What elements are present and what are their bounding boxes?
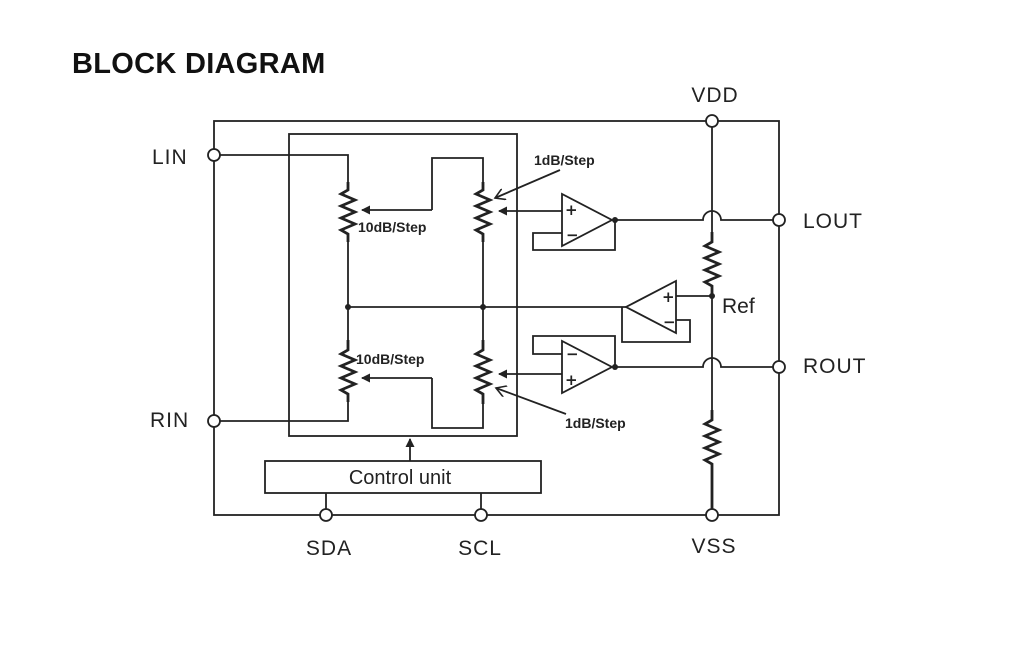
pin-lout-label: LOUT [803, 210, 863, 233]
opamp-ref-buffer [624, 279, 677, 335]
pin-sda-terminal [319, 508, 333, 522]
step-coarse-top-label: 10dB/Step [358, 219, 426, 235]
lin-wire [219, 154, 349, 182]
pin-rin-terminal [207, 414, 221, 428]
opamp-left-minus: − [566, 226, 579, 244]
junction-right [480, 304, 486, 310]
opamp-right-channel [561, 339, 614, 395]
opamp-right-feedback [532, 335, 616, 367]
diagram-title: BLOCK DIAGRAM [72, 48, 326, 80]
pin-lin-terminal [207, 148, 221, 162]
opamp-right-plus: + [565, 371, 578, 389]
ref-buffer-feedback [621, 307, 691, 343]
pin-vdd-label: VDD [691, 84, 738, 107]
pin-lout-terminal [772, 213, 786, 227]
lout-wire [615, 210, 775, 221]
resistor-divider-bottom [701, 410, 723, 509]
control-unit-label: Control unit [349, 467, 452, 489]
pin-scl-label: SCL [458, 537, 502, 560]
volume-block [288, 133, 518, 437]
step-fine-top-pointer [495, 169, 561, 198]
resistor-divider-top [701, 232, 723, 296]
resistor-coarse-left [337, 182, 359, 242]
pin-scl-terminal [474, 508, 488, 522]
resistor-fine-right-bottom [472, 340, 494, 404]
pin-lin-label: LIN [152, 146, 188, 169]
wiper-coarse-top-link [431, 157, 484, 210]
pin-rout-terminal [772, 360, 786, 374]
opamp-left-feedback [532, 220, 616, 251]
opamp-ref-minus: − [663, 313, 676, 331]
pin-rin-label: RIN [150, 409, 189, 432]
rout-wire [615, 357, 775, 368]
rin-wire [219, 402, 349, 422]
opamp-left-plus: + [565, 201, 578, 219]
pin-sda-label: SDA [306, 537, 352, 560]
step-coarse-bottom-label: 10dB/Step [356, 351, 424, 367]
pin-vss-label: VSS [691, 535, 736, 558]
opamp-ref-plus: + [662, 288, 675, 306]
opamp-right-minus: − [566, 345, 579, 363]
chip-outline [213, 120, 780, 516]
ref-label: Ref [722, 295, 755, 318]
step-fine-bottom-label: 1dB/Step [565, 415, 626, 431]
junction-left [345, 304, 351, 310]
resistor-coarse-left-bottom [337, 340, 359, 402]
wiper-coarse-bottom-link [431, 378, 484, 429]
pin-vdd-terminal [705, 114, 719, 128]
step-fine-bottom-pointer [496, 388, 567, 415]
opamp-left-channel [561, 192, 614, 248]
pin-vss-terminal [705, 508, 719, 522]
pin-rout-label: ROUT [803, 355, 867, 378]
resistor-fine-right [472, 182, 494, 242]
step-fine-top-label: 1dB/Step [534, 152, 595, 168]
control-unit [264, 460, 542, 494]
